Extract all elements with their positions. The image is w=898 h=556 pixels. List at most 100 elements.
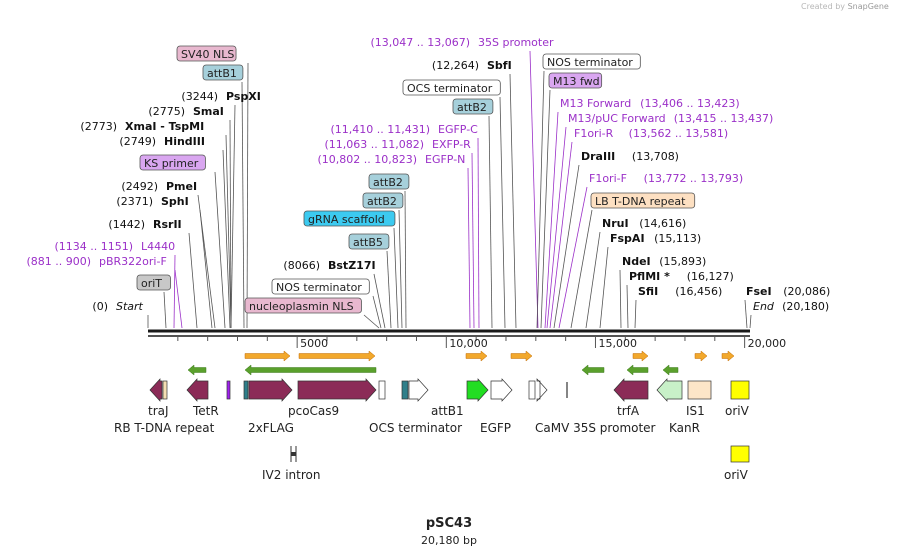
feature-label-text: attB2 xyxy=(373,176,403,189)
feature-name-label: OCS terminator xyxy=(369,421,462,435)
site-label-name: EXFP-R xyxy=(432,138,471,151)
attb1-marker xyxy=(401,380,409,400)
feature-label-box xyxy=(139,154,206,171)
ocs-arrow xyxy=(408,378,429,402)
leader-line xyxy=(386,250,392,329)
feature-name-label: trfA xyxy=(617,404,640,418)
site-label-name: M13 Forward xyxy=(560,97,631,110)
oriv-box-2 xyxy=(730,445,750,463)
feature-label-text: nucleoplasmin NLS xyxy=(249,300,354,313)
site-label-position: (20,180) xyxy=(782,300,829,313)
feature-label-text: NOS terminator xyxy=(276,281,362,294)
leader-line xyxy=(246,62,249,329)
site-label-name: FseI xyxy=(746,285,772,298)
egfp-arrow xyxy=(466,378,489,402)
leader-line xyxy=(529,50,539,329)
leader-line xyxy=(558,186,588,329)
site-label-position: (881 .. 900) xyxy=(26,255,91,268)
feature-label-box xyxy=(136,274,171,291)
site-label-name: F1ori-F xyxy=(589,172,627,185)
orf-arrow-forward xyxy=(244,350,291,362)
flag-tag-box xyxy=(226,380,231,400)
feature-label-box xyxy=(202,64,244,81)
kanr-arrow xyxy=(656,378,683,402)
leader-line xyxy=(509,73,517,329)
feature-name-label: RB T-DNA repeat xyxy=(114,421,215,435)
trfa-arrow xyxy=(613,378,649,402)
site-label-name: EGFP-C xyxy=(438,123,478,136)
feature-label-text: LB T-DNA repeat xyxy=(595,195,686,208)
feature-label-text: attB2 xyxy=(367,195,397,208)
feature-name-label: CaMV 35S promoter xyxy=(535,421,656,435)
pcocas9-arrow-a xyxy=(248,378,293,402)
site-label-position: (2749) xyxy=(119,135,156,148)
site-label-name: FspAI xyxy=(610,232,645,245)
site-label-name: PmeI xyxy=(166,180,197,193)
site-label-position: (16,456) xyxy=(675,285,722,298)
site-label-name: End xyxy=(753,300,775,313)
leader-line xyxy=(553,164,580,329)
feature-label-text: KS primer xyxy=(144,157,199,170)
orf-arrow-reverse xyxy=(244,364,377,376)
feature-label-box xyxy=(368,173,410,190)
feature-label-text: SV40 NLS xyxy=(181,48,234,61)
site-label-position: (0) xyxy=(92,300,108,313)
feature-label-text: attB2 xyxy=(457,101,487,114)
tetr-arrow xyxy=(186,378,209,402)
leader-line xyxy=(471,152,475,329)
feature-label-box xyxy=(542,53,641,70)
site-label-position: (3244) xyxy=(181,90,218,103)
site-label-name: M13/pUC Forward xyxy=(568,112,666,125)
leader-line xyxy=(199,209,213,329)
site-label-name: DraIII xyxy=(581,150,615,163)
site-label-name: L4440 xyxy=(141,240,175,253)
site-label-position: (2371) xyxy=(116,195,153,208)
orf-arrows xyxy=(187,350,735,376)
feature-label-text: gRNA scaffold xyxy=(308,213,385,226)
feature-label-text: oriT xyxy=(141,277,162,290)
ruler-tick-label: 10,000 xyxy=(449,337,488,350)
leader-line xyxy=(744,299,748,329)
feature-label-box xyxy=(176,45,237,62)
feature-label-text: attB5 xyxy=(353,236,383,249)
leader-line xyxy=(499,96,506,329)
feature-label-box xyxy=(452,98,494,115)
site-label-position: (11,063 .. 11,082) xyxy=(324,138,424,151)
leader-line xyxy=(241,81,245,329)
site-label-position: (15,113) xyxy=(654,232,701,245)
site-label-position: (13,772 .. 13,793) xyxy=(644,172,744,185)
leader-line xyxy=(536,70,545,329)
site-label-name: Start xyxy=(116,300,144,313)
feature-labels: SV40 NLSattB1(3244)PspXI(2775)SmaI(2773)… xyxy=(26,36,830,314)
site-label-name: SmaI xyxy=(193,105,224,118)
created-by-watermark: Created by SnapGene xyxy=(801,2,889,11)
site-label-position: (2492) xyxy=(121,180,158,193)
leader-line xyxy=(477,137,480,329)
small-box-a xyxy=(528,380,536,400)
ruler-tick-label: 20,000 xyxy=(748,337,787,350)
site-label-position: (13,415 .. 13,437) xyxy=(674,112,774,125)
pcocas9-arrow-b xyxy=(297,378,377,402)
ocs-term-box xyxy=(378,380,386,400)
leader-line xyxy=(188,232,198,329)
site-label-name: BstZ17I xyxy=(328,259,376,272)
leader-line xyxy=(398,209,403,329)
feature-name-label: IS1 xyxy=(686,404,705,418)
feature-name-label: IV2 intron xyxy=(262,468,320,482)
feature-label-text: M13 fwd xyxy=(553,75,600,88)
site-label-position: (12,264) xyxy=(432,59,479,72)
orf-arrow-forward xyxy=(632,350,649,362)
feature-name-label: KanR xyxy=(669,421,700,435)
site-label-name: XmaI - TspMI xyxy=(125,120,204,133)
site-label-position: (1134 .. 1151) xyxy=(54,240,133,253)
leader-line xyxy=(626,284,629,329)
feature-name-label: oriV xyxy=(724,468,749,482)
leader-line xyxy=(214,171,226,329)
feature-label-box xyxy=(402,79,501,96)
site-label-position: (20,086) xyxy=(783,285,830,298)
feature-label-text: attB1 xyxy=(207,67,237,80)
leader-line xyxy=(163,291,167,329)
sequence-backbone xyxy=(148,329,750,337)
